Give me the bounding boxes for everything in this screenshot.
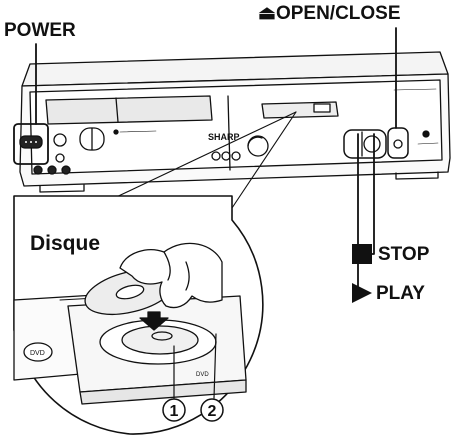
open-close-text: OPEN/CLOSE: [276, 3, 401, 24]
callout-2-number: 2: [208, 403, 217, 420]
open-close-label: ⏏OPEN/CLOSE: [258, 2, 401, 25]
callout-1-number: 1: [170, 403, 179, 420]
stop-label: STOP: [378, 244, 429, 266]
power-label: POWER: [4, 20, 76, 42]
disc-label: Disque: [30, 232, 100, 256]
stop-icon: [352, 244, 372, 264]
play-label: PLAY: [376, 283, 425, 305]
play-icon: [352, 283, 372, 303]
tray-dvd-logo: DVD: [196, 372, 209, 378]
inset-dvd-label: DVD: [30, 350, 45, 357]
eject-icon: ⏏: [258, 3, 276, 24]
vcr-dvd-unit: SHARP: [14, 52, 450, 192]
